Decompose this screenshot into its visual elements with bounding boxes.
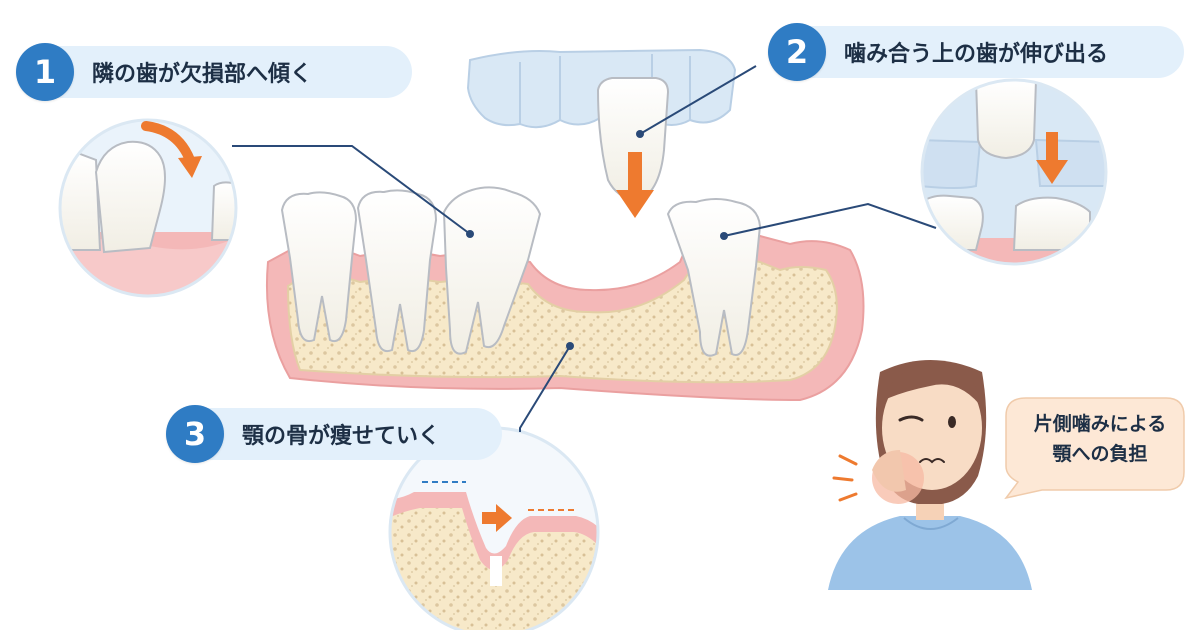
- down-arrow-icon: [616, 152, 654, 218]
- step-1-text: 隣の歯が欠損部へ傾く: [92, 62, 313, 87]
- step-2-label: 2 噛み合う上の歯が伸び出る: [768, 23, 1184, 81]
- step-3-number: 3: [166, 405, 224, 463]
- pain-lines-icon: [832, 454, 858, 502]
- speech-bubble: [1004, 397, 1185, 500]
- upper-teeth: [466, 48, 737, 202]
- step-1-number: 1: [16, 43, 74, 101]
- speech-line-1: 片側噛みによる: [1033, 413, 1167, 435]
- right-arrow-icon: [482, 504, 512, 532]
- down-arrow-icon: [1036, 132, 1068, 184]
- step-3-label: 3 顎の骨が痩せていく: [166, 405, 502, 463]
- lower-teeth: [280, 186, 762, 357]
- lower-jaw: [265, 226, 865, 402]
- person-jaw-pain: [828, 360, 1032, 590]
- tilt-arrow-icon: [141, 121, 202, 178]
- step-2-text: 噛み合う上の歯が伸び出る: [844, 42, 1109, 67]
- leader-dots: [466, 130, 728, 350]
- step-3-text: 顎の骨が痩せていく: [242, 424, 441, 449]
- detail-circle-tilt: [58, 118, 238, 298]
- leader-lines: [232, 65, 937, 432]
- speech-bubble-text: 片側噛みによる 顎への負担: [1022, 409, 1178, 469]
- step-1-label: 1 隣の歯が欠損部へ傾く: [16, 43, 412, 101]
- detail-circle-extrusion: [920, 78, 1108, 266]
- detail-circle-bone: [388, 426, 600, 630]
- speech-line-2: 顎への負担: [1052, 443, 1148, 465]
- step-2-number: 2: [768, 23, 826, 81]
